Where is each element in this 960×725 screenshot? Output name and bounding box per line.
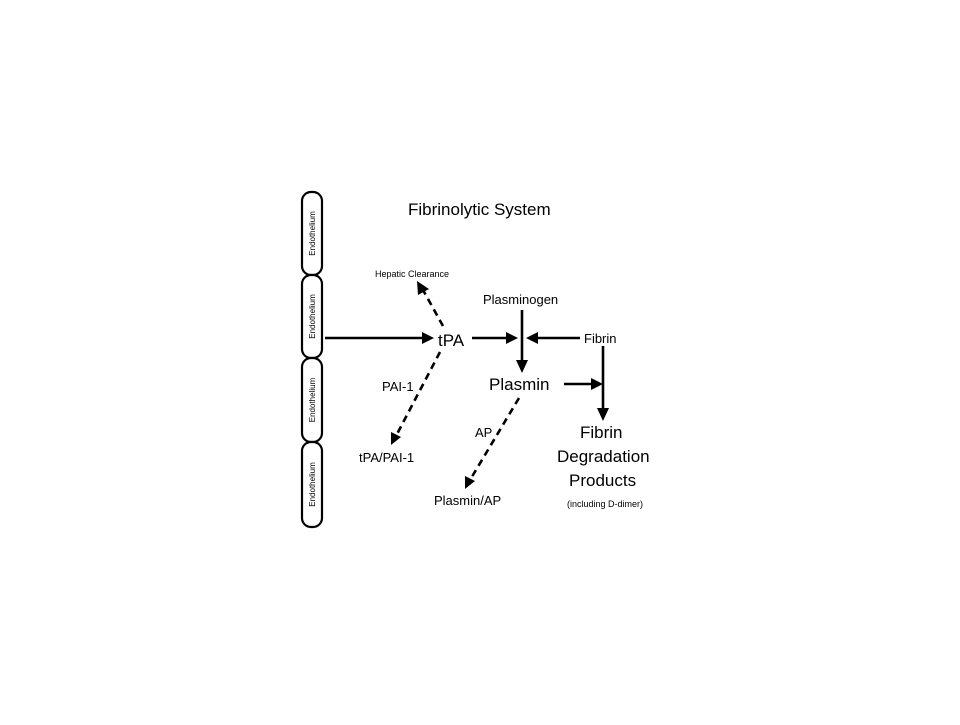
fibrin-label: Fibrin [584,331,617,346]
endothelium-label-3: Endothelium [308,377,317,422]
plasmin-ap-label: Plasmin/AP [434,493,501,508]
fdp-label-line2: Degradation [557,447,650,466]
tpa-to-tpa-pai1-arrow [391,351,442,445]
tpa-to-hepatic-clearance-arrow [417,281,445,327]
endothelium-label-1: Endothelium [308,211,317,256]
diagram-title: Fibrinolytic System [408,200,551,219]
tpa-pai1-label: tPA/PAI-1 [359,450,414,465]
fdp-label-line1: Fibrin [580,423,623,442]
endothelium-column: Endothelium Endothelium Endothelium Endo… [300,190,324,529]
endothelium-cell-3: Endothelium [300,356,324,444]
arrows [325,281,609,489]
fdp-label-line3: Products [569,471,636,490]
plasmin-to-fibrin-line-arrow [564,378,603,390]
fdp-note-label: (including D-dimer) [567,499,643,509]
fibrin-to-junction-arrow [526,332,580,344]
plasminogen-to-plasmin-arrow [516,310,528,373]
endothelium-cell-2: Endothelium [300,273,324,360]
endothelium-label-4: Endothelium [308,462,317,507]
pai1-label: PAI-1 [382,379,414,394]
plasmin-to-plasmin-ap-arrow [465,397,521,489]
ap-label: AP [475,425,492,440]
endothelium-cell-4: Endothelium [300,440,324,529]
plasminogen-label: Plasminogen [483,292,558,307]
hepatic-clearance-label: Hepatic Clearance [375,269,449,279]
fibrin-to-fdp-arrow [597,346,609,421]
plasmin-label: Plasmin [489,375,549,394]
tpa-label: tPA [438,331,465,350]
endothelium-cell-1: Endothelium [300,190,324,277]
endothelium-to-tpa-arrow [325,332,434,344]
tpa-to-junction-arrow [472,332,518,344]
endothelium-label-2: Endothelium [308,294,317,339]
